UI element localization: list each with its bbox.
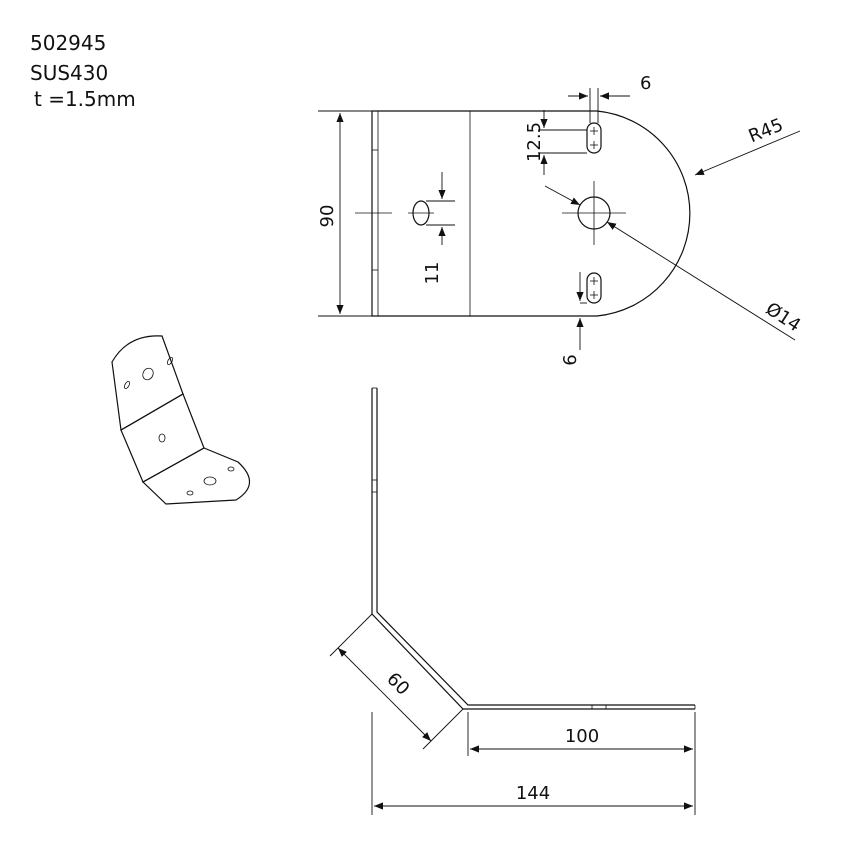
dim-small-hole-label: 11: [422, 262, 443, 285]
iso-lower-flange: [141, 447, 251, 505]
dim-slot-length-label: 12.5: [524, 122, 545, 162]
dim-slot-width: 6: [568, 73, 651, 123]
iso-hole: [158, 433, 166, 443]
iso-slot: [227, 466, 235, 472]
iso-hole: [203, 476, 217, 486]
iso-slot: [166, 356, 174, 366]
side-view: [371, 387, 696, 710]
title-block: 502945 SUS430 t =1.5mm: [30, 31, 136, 111]
iso-upper-flange: [111, 335, 184, 431]
dim-center-hole-label: Ø14: [762, 298, 805, 336]
dim-total-length-label: 144: [516, 783, 550, 804]
dim-height-label: 90: [317, 205, 338, 228]
top-view-outline: [371, 110, 691, 317]
dim-radius-label: R45: [746, 115, 787, 148]
dim-center-hole: Ø14: [544, 185, 805, 341]
dim-leg-long-label: 100: [565, 726, 599, 747]
dim-radius: R45: [694, 115, 801, 176]
slot-top: [586, 122, 602, 154]
iso-slot: [123, 380, 131, 390]
top-view: [355, 110, 691, 317]
side-view-inner: [371, 388, 695, 710]
part-number: 502945: [30, 31, 106, 55]
dim-slot-gap-label: 6: [560, 354, 581, 365]
dim-leg-short-label: 60: [382, 669, 413, 700]
slot-bottom: [586, 272, 602, 304]
side-view-outer: [376, 388, 695, 706]
dim-leg-long: 100: [467, 712, 696, 815]
iso-hole: [142, 367, 154, 381]
dim-small-hole: 11: [422, 172, 455, 284]
dim-slot-width-label: 6: [640, 73, 651, 94]
isometric-view: [111, 335, 251, 505]
dim-slot-length: 12.5: [524, 110, 587, 175]
dim-height: 90: [317, 110, 372, 317]
dim-total-length: 144: [371, 712, 693, 815]
dim-slot-gap: 6: [560, 272, 587, 366]
material-label: SUS430: [30, 61, 108, 85]
dim-leg-short: 60: [329, 613, 464, 750]
thickness-label: t =1.5mm: [34, 87, 136, 111]
iso-middle-panel: [120, 393, 205, 483]
iso-slot: [186, 490, 194, 496]
